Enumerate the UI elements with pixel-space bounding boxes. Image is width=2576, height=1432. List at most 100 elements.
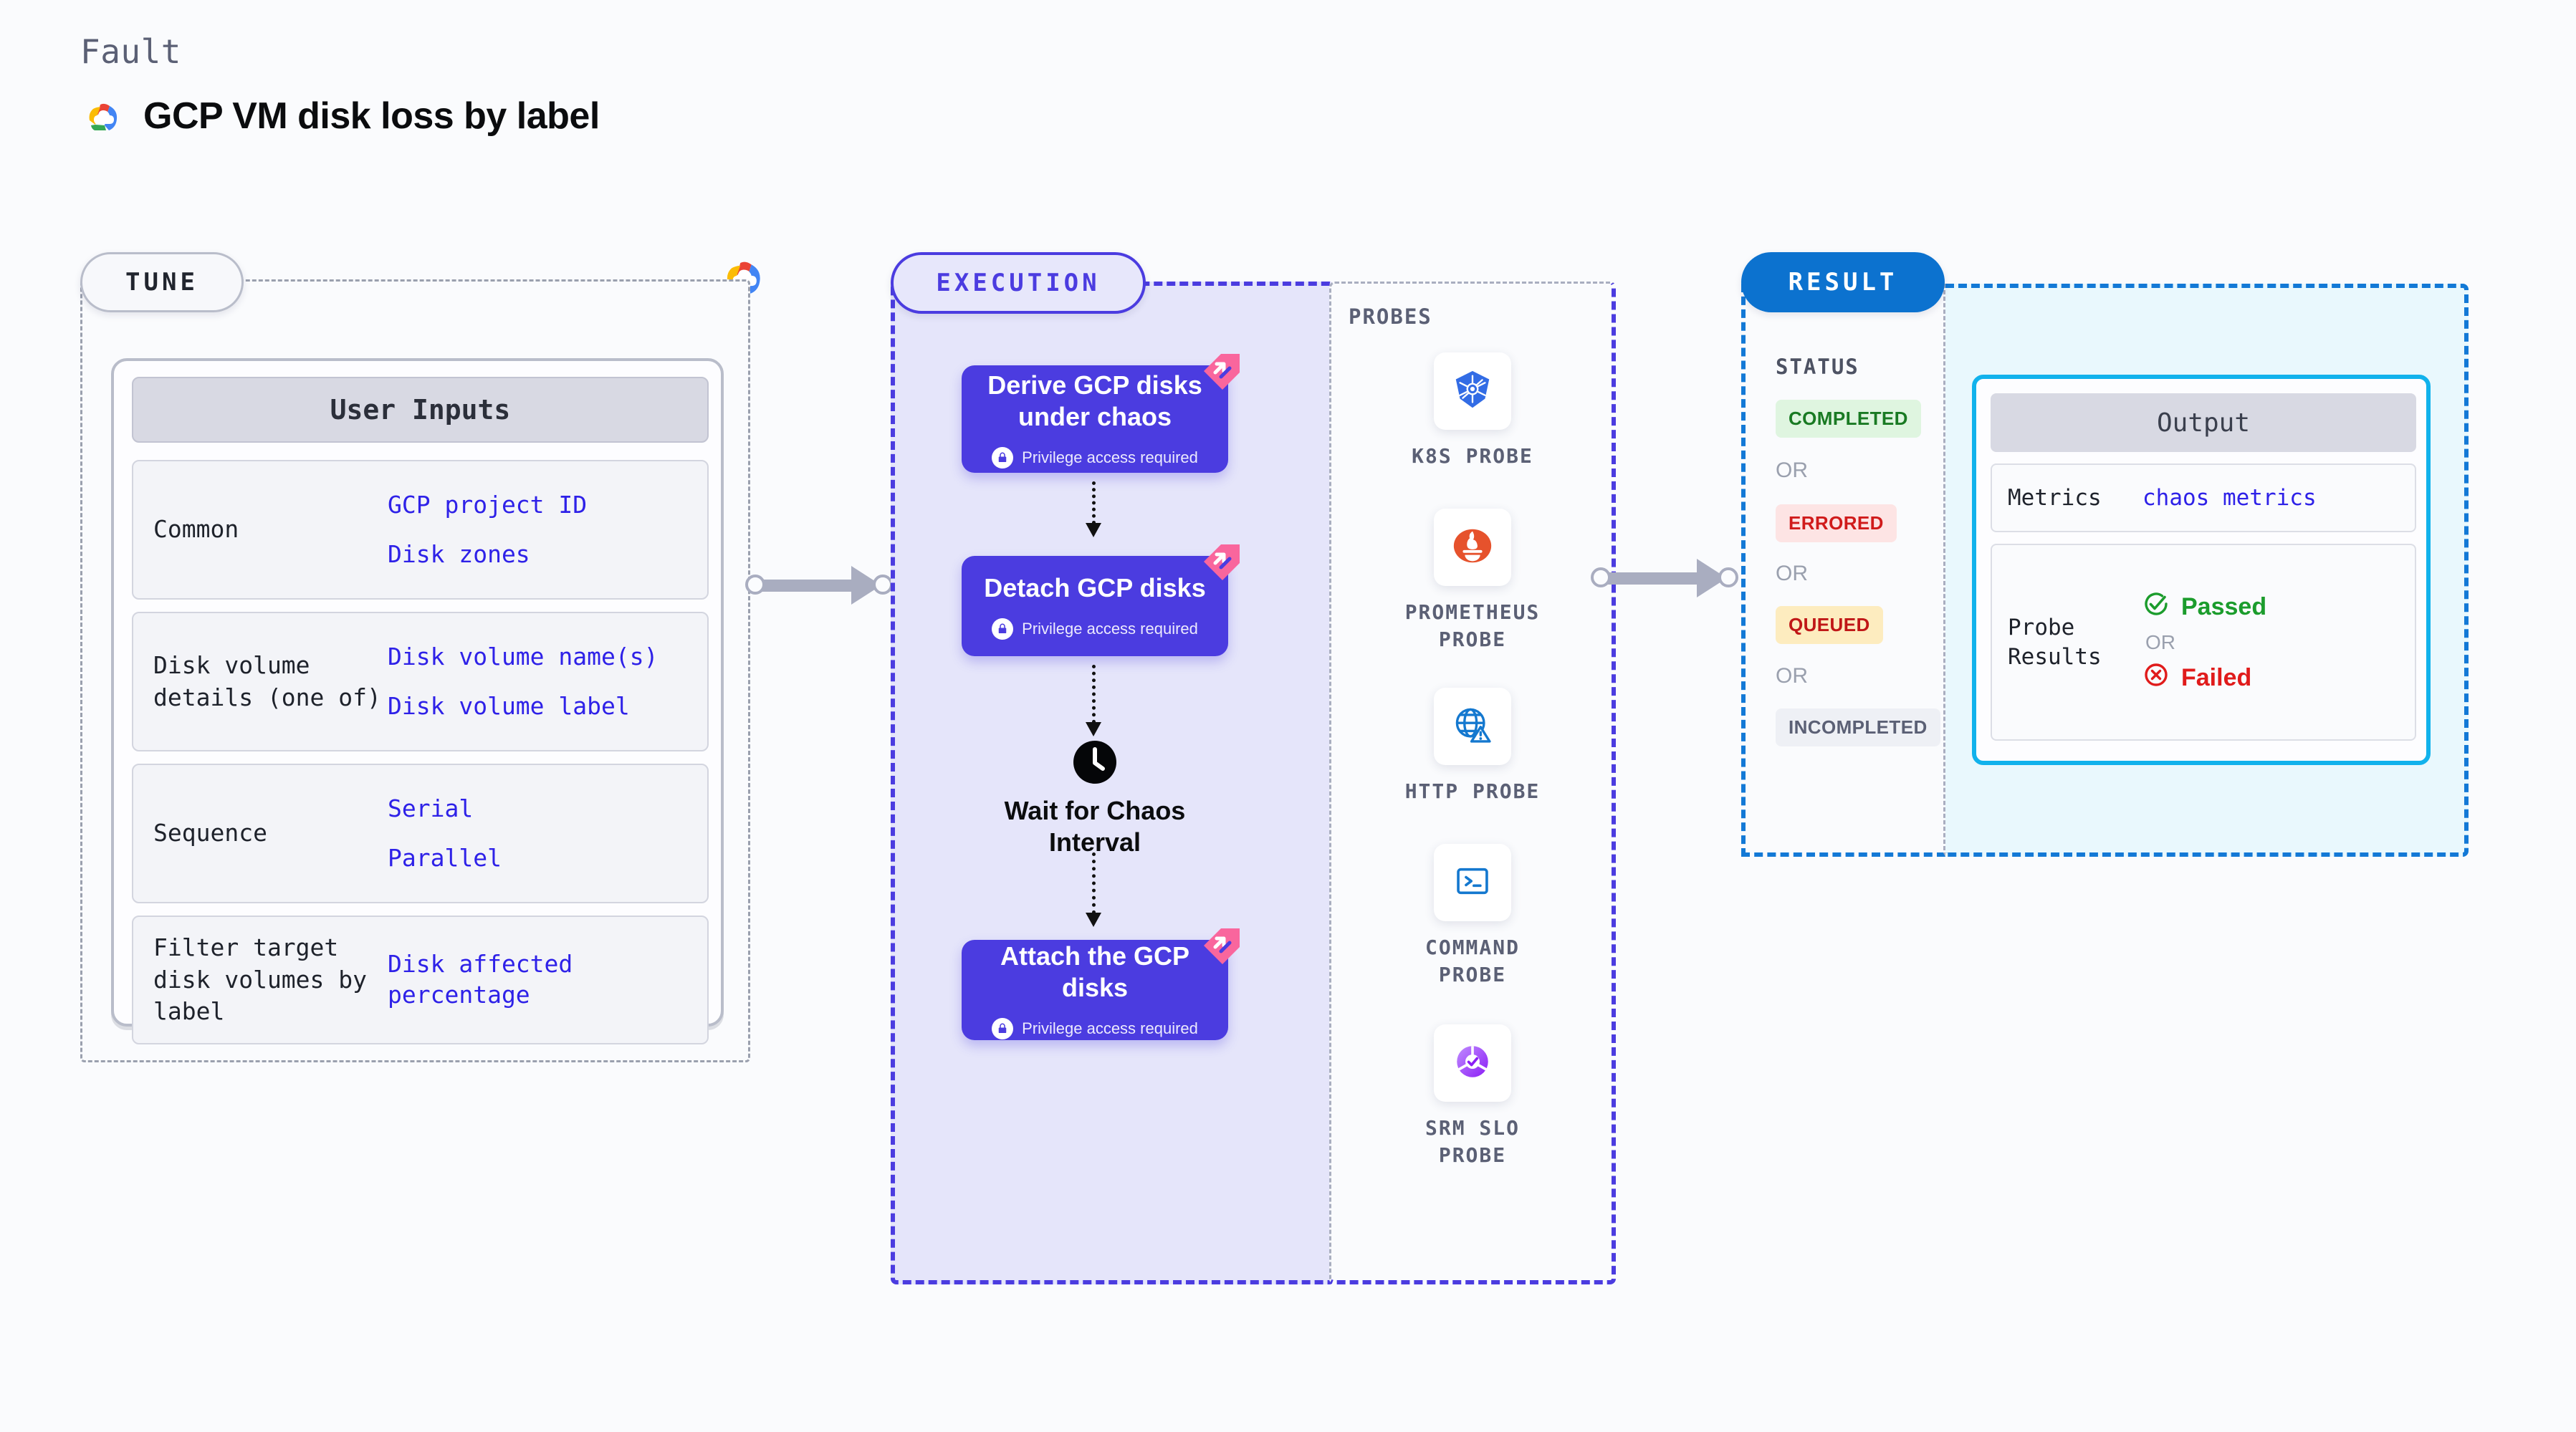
connector-shaft [752, 580, 867, 592]
lock-icon [992, 446, 1014, 468]
tune-row-key: Common [153, 515, 239, 544]
user-inputs-title: User Inputs [132, 377, 709, 443]
status-title: STATUS [1776, 355, 1859, 379]
page-title: GCP VM disk loss by label [143, 95, 600, 137]
tune-row-values: Serial Parallel [388, 794, 707, 874]
http-globe-warning-icon [1451, 703, 1494, 750]
status-badge-completed: COMPLETED [1776, 400, 1921, 438]
privilege-note: Privilege access required [992, 446, 1198, 468]
probe-tile [1434, 844, 1511, 921]
tune-row-filter-label[interactable]: Filter target disk volumes by label Disk… [132, 916, 709, 1044]
execution-step-label: Detach GCP disks [984, 573, 1206, 603]
status-badge-errored: ERRORED [1776, 504, 1897, 542]
probe-label: PROMETHEUS PROBE [1404, 600, 1541, 651]
connector-start-dot [745, 575, 765, 595]
tune-value: Disk affected percentage [388, 950, 573, 1009]
execution-step-label: Attach the GCP disks [1000, 941, 1190, 1002]
probe-item-srm-slo[interactable]: SRM SLO PROBE [1401, 1024, 1544, 1169]
tune-row-sequence[interactable]: Sequence Serial Parallel [132, 764, 709, 903]
stage-pill-execution[interactable]: EXECUTION [891, 252, 1146, 314]
output-row-key: Probe Results [2008, 615, 2102, 670]
wait-node-label: Wait for Chaos Interval [1004, 796, 1186, 857]
output-card: Output Metrics chaos metrics Probe Resul… [1972, 375, 2431, 765]
probe-tile [1434, 1024, 1511, 1102]
probe-result-passed-label: Passed [2181, 592, 2267, 620]
check-circle-icon [2142, 590, 2170, 624]
probe-item-command[interactable]: COMMAND PROBE [1401, 844, 1544, 989]
privilege-note-text: Privilege access required [1022, 1019, 1198, 1037]
probe-label: K8S PROBE [1412, 444, 1533, 468]
output-title: Output [1991, 393, 2416, 452]
tune-row-key: Filter target disk volumes by label [153, 933, 368, 1026]
output-row-metrics[interactable]: Metrics chaos metrics [1991, 463, 2416, 532]
probe-item-k8s[interactable]: K8S PROBE [1401, 352, 1544, 470]
output-probe-values: Passed OR Failed [2142, 590, 2266, 695]
execution-flow-arrow-1-icon [1086, 481, 1101, 537]
tune-row-values: GCP project ID Disk zones [388, 490, 707, 570]
probe-label: COMMAND PROBE [1425, 936, 1520, 986]
execution-step-attach-gcp-disks[interactable]: Attach the GCP disks Privilege access re… [962, 928, 1240, 1040]
probes-title: PROBES [1349, 304, 1432, 329]
probe-result-passed: Passed [2142, 590, 2266, 624]
tune-row-values: Disk affected percentage [388, 949, 707, 1011]
tune-value: Serial [388, 794, 474, 822]
execution-step-derive-gcp-disks[interactable]: Derive GCP disks under chaos Privilege a… [962, 354, 1240, 473]
connector-tune-to-execution [745, 566, 903, 605]
probe-item-prometheus[interactable]: PROMETHEUS PROBE [1401, 509, 1544, 653]
probe-label: SRM SLO PROBE [1425, 1116, 1520, 1167]
lock-icon [992, 1017, 1014, 1039]
tune-row-values: Disk volume name(s) Disk volume label [388, 642, 707, 722]
privilege-note: Privilege access required [992, 618, 1198, 640]
probe-label: HTTP PROBE [1404, 779, 1541, 803]
prometheus-icon [1450, 524, 1495, 572]
status-region [1741, 284, 1945, 857]
status-badge-incompleted: INCOMPLETED [1776, 708, 1940, 746]
connector-end-dot [873, 575, 893, 595]
tune-value: Disk volume name(s) [388, 642, 659, 671]
connector-shaft [1598, 572, 1713, 585]
probe-tile [1434, 688, 1511, 765]
probe-result-failed-label: Failed [2181, 663, 2252, 691]
output-row-probe-results[interactable]: Probe Results Passed OR [1991, 544, 2416, 741]
status-or-3: OR [1776, 664, 1808, 688]
probe-result-or: OR [2145, 630, 2175, 653]
tune-row-key: Disk volume details (one of) [153, 650, 381, 711]
status-badge-queued: QUEUED [1776, 606, 1883, 644]
output-metrics-value: chaos metrics [2142, 485, 2317, 511]
fault-title-row: GCP VM disk loss by label [80, 93, 600, 139]
output-row-key: Metrics [2008, 484, 2102, 511]
clock-icon [962, 738, 1228, 787]
execution-wait-node: Wait for Chaos Interval [962, 738, 1228, 858]
execution-flow-arrow-2-icon [1086, 665, 1101, 736]
tune-value: Disk volume label [388, 691, 630, 720]
connector-end-dot [1718, 567, 1738, 587]
tune-row-disk-volume-details[interactable]: Disk volume details (one of) Disk volume… [132, 612, 709, 751]
tune-value: Disk zones [388, 539, 530, 568]
connector-execution-to-result [1591, 559, 1748, 597]
stage-pill-result[interactable]: RESULT [1741, 252, 1945, 312]
probe-result-failed: Failed [2142, 661, 2266, 695]
lock-icon [992, 618, 1014, 640]
stage-pill-tune[interactable]: TUNE [80, 252, 244, 312]
tune-row-key: Sequence [153, 819, 267, 847]
execution-flow-arrow-3-icon [1086, 852, 1101, 927]
fault-kicker: Fault [80, 32, 181, 71]
srm-slo-icon [1452, 1041, 1493, 1086]
privilege-note: Privilege access required [992, 1017, 1198, 1039]
probe-tile [1434, 352, 1511, 430]
x-circle-icon [2142, 661, 2170, 695]
probe-tile [1434, 509, 1511, 586]
user-inputs-card: User Inputs Common GCP project ID Disk z… [111, 358, 724, 1044]
status-or-1: OR [1776, 458, 1808, 482]
tune-row-common[interactable]: Common GCP project ID Disk zones [132, 460, 709, 600]
connector-start-dot [1591, 567, 1611, 587]
kubernetes-icon [1450, 367, 1495, 415]
gcp-cloud-logo-icon [80, 93, 126, 139]
terminal-prompt-icon [1452, 860, 1493, 905]
execution-step-detach-gcp-disks[interactable]: Detach GCP disks Privilege access requir… [962, 544, 1240, 656]
status-or-2: OR [1776, 562, 1808, 585]
execution-step-label: Derive GCP disks under chaos [987, 370, 1202, 431]
probe-item-http[interactable]: HTTP PROBE [1401, 688, 1544, 805]
tune-value: GCP project ID [388, 490, 588, 519]
